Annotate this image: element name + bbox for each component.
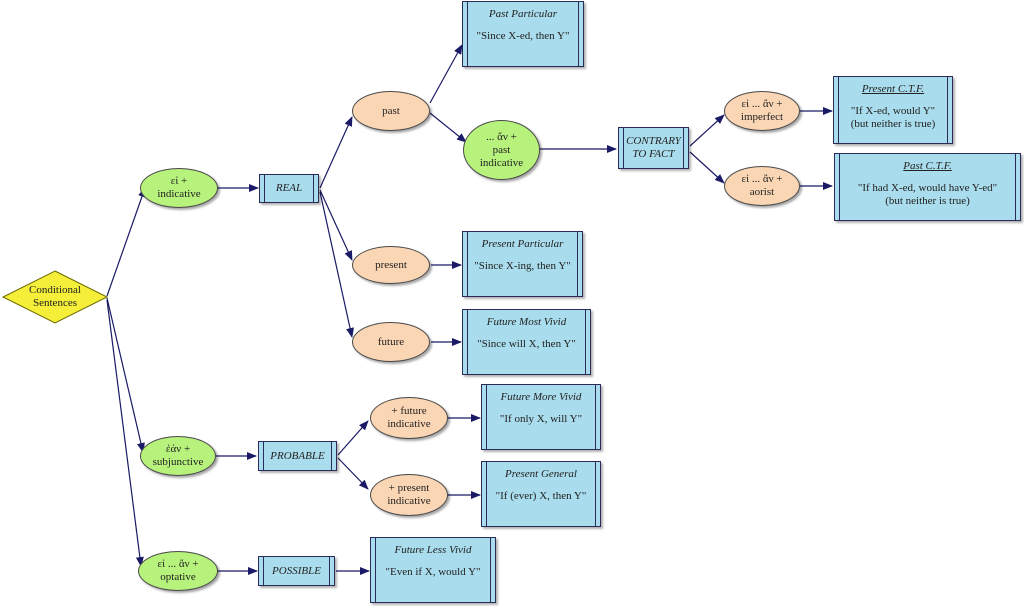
past-node: past <box>352 91 430 131</box>
present-indicative-line2: indicative <box>387 495 431 507</box>
edge-probable-futureindicative <box>337 420 369 456</box>
optative-line2: optative <box>160 571 196 583</box>
edge-root-optative <box>106 299 144 567</box>
present-ctf-node: Present C.T.F. "If X-ed, would Y" (but n… <box>833 76 953 144</box>
root-label-line2: Sentences <box>33 297 77 309</box>
present-ctf-desc2: (but neither is true) <box>850 118 936 130</box>
past-ctf-desc: "If had X-ed, would have Y-ed" <box>857 182 998 194</box>
real-label: REAL <box>275 182 303 194</box>
edge-past-pastparticular <box>429 44 463 104</box>
past-indicative-line2: past <box>492 143 511 156</box>
indicative-line2: indicative <box>157 188 201 200</box>
imperfect-line2: imperfect <box>740 111 784 123</box>
subjunctive-line1: ἐάν + <box>165 443 191 455</box>
imperfect-node: εἰ ... ἄν + imperfect <box>724 91 800 131</box>
conditional-sentences-node: Conditional Sentences <box>8 282 102 312</box>
edge-real-past <box>319 116 353 189</box>
edge-probable-presentindicative <box>337 457 369 490</box>
past-ctf-desc2: (but neither is true) <box>885 195 970 207</box>
subjunctive-node: ἐάν + subjunctive <box>140 436 216 476</box>
subjunctive-line2: subjunctive <box>152 456 204 468</box>
present-node: present <box>352 246 430 284</box>
future-most-vivid-title: Future Most Vivid <box>486 316 567 328</box>
future-most-vivid-node: Future Most Vivid "Since will X, then Y" <box>462 309 591 375</box>
edge-real-present <box>319 189 353 261</box>
optative-node: εἰ ... ἄν + optative <box>138 551 218 591</box>
past-label: past <box>382 104 400 117</box>
possible-node: POSSIBLE <box>258 556 335 586</box>
future-more-vivid-desc: "If only X, will Y" <box>499 413 583 425</box>
present-indicative-line1: + present <box>388 482 430 494</box>
past-particular-desc: "Since X-ed, then Y" <box>476 30 570 42</box>
present-particular-node: Present Particular "Since X-ing, then Y" <box>462 231 583 297</box>
edge-contrary-aorist <box>689 151 725 184</box>
edge-root-indicative <box>106 187 146 297</box>
imperfect-line1: εἰ ... ἄν + <box>741 98 783 110</box>
past-indicative-line1: ... ἄν + <box>486 130 517 143</box>
future-less-vivid-node: Future Less Vivid "Even if X, would Y" <box>370 537 496 603</box>
present-label: present <box>375 258 407 271</box>
probable-label: PROBABLE <box>270 449 325 462</box>
aorist-line1: εἰ ... ἄν + <box>741 173 783 185</box>
root-diamond <box>1 270 109 324</box>
future-indicative-line2: indicative <box>387 418 431 430</box>
future-less-vivid-title: Future Less Vivid <box>394 544 472 556</box>
indicative-line1: εἰ + <box>170 175 188 187</box>
future-indicative-node: + future indicative <box>370 397 448 439</box>
edge-real-future <box>319 191 354 338</box>
indicative-node: εἰ + indicative <box>140 168 218 208</box>
past-indicative-node: ... ἄν + past indicative <box>463 120 540 180</box>
aorist-line2: aorist <box>749 186 775 198</box>
future-more-vivid-node: Future More Vivid "If only X, will Y" <box>481 384 601 450</box>
future-less-vivid-desc: "Even if X, would Y" <box>385 566 481 578</box>
present-particular-desc: "Since X-ing, then Y" <box>474 260 571 272</box>
edge-root-subjunctive <box>106 297 145 453</box>
future-node: future <box>352 322 430 362</box>
contrary-line1: CONTRARY <box>626 135 681 147</box>
past-particular-title: Past Particular <box>488 8 558 20</box>
past-particular-node: Past Particular "Since X-ed, then Y" <box>462 1 584 67</box>
future-most-vivid-desc: "Since will X, then Y" <box>477 338 576 350</box>
optative-line1: εἰ ... ἄν + <box>157 558 199 570</box>
past-ctf-title: Past C.T.F. <box>903 160 952 172</box>
present-particular-title: Present Particular <box>481 238 564 250</box>
present-general-node: Present General "If (ever) X, then Y" <box>481 461 601 527</box>
possible-label: POSSIBLE <box>272 564 321 577</box>
future-label: future <box>377 335 405 348</box>
present-general-title: Present General <box>505 468 577 480</box>
present-general-desc: "If (ever) X, then Y" <box>495 490 587 502</box>
present-indicative-node: + present indicative <box>370 474 448 516</box>
future-indicative-line1: + future <box>391 405 427 417</box>
root-label-line1: Conditional <box>29 284 81 296</box>
edge-contrary-imperfect <box>689 114 725 147</box>
past-ctf-node: Past C.T.F. "If had X-ed, would have Y-e… <box>834 153 1021 221</box>
real-node: REAL <box>259 174 319 203</box>
past-indicative-line3: indicative <box>479 156 524 169</box>
future-more-vivid-title: Future More Vivid <box>500 391 582 403</box>
aorist-node: εἰ ... ἄν + aorist <box>724 166 800 206</box>
present-ctf-title: Present C.T.F. <box>861 83 925 95</box>
edge-past-pastindicative <box>429 112 467 143</box>
contrary-to-fact-node: CONTRARY TO FACT <box>618 127 689 169</box>
present-ctf-desc: "If X-ed, would Y" <box>850 105 936 117</box>
probable-node: PROBABLE <box>258 441 337 471</box>
contrary-line2: TO FACT <box>632 148 675 160</box>
